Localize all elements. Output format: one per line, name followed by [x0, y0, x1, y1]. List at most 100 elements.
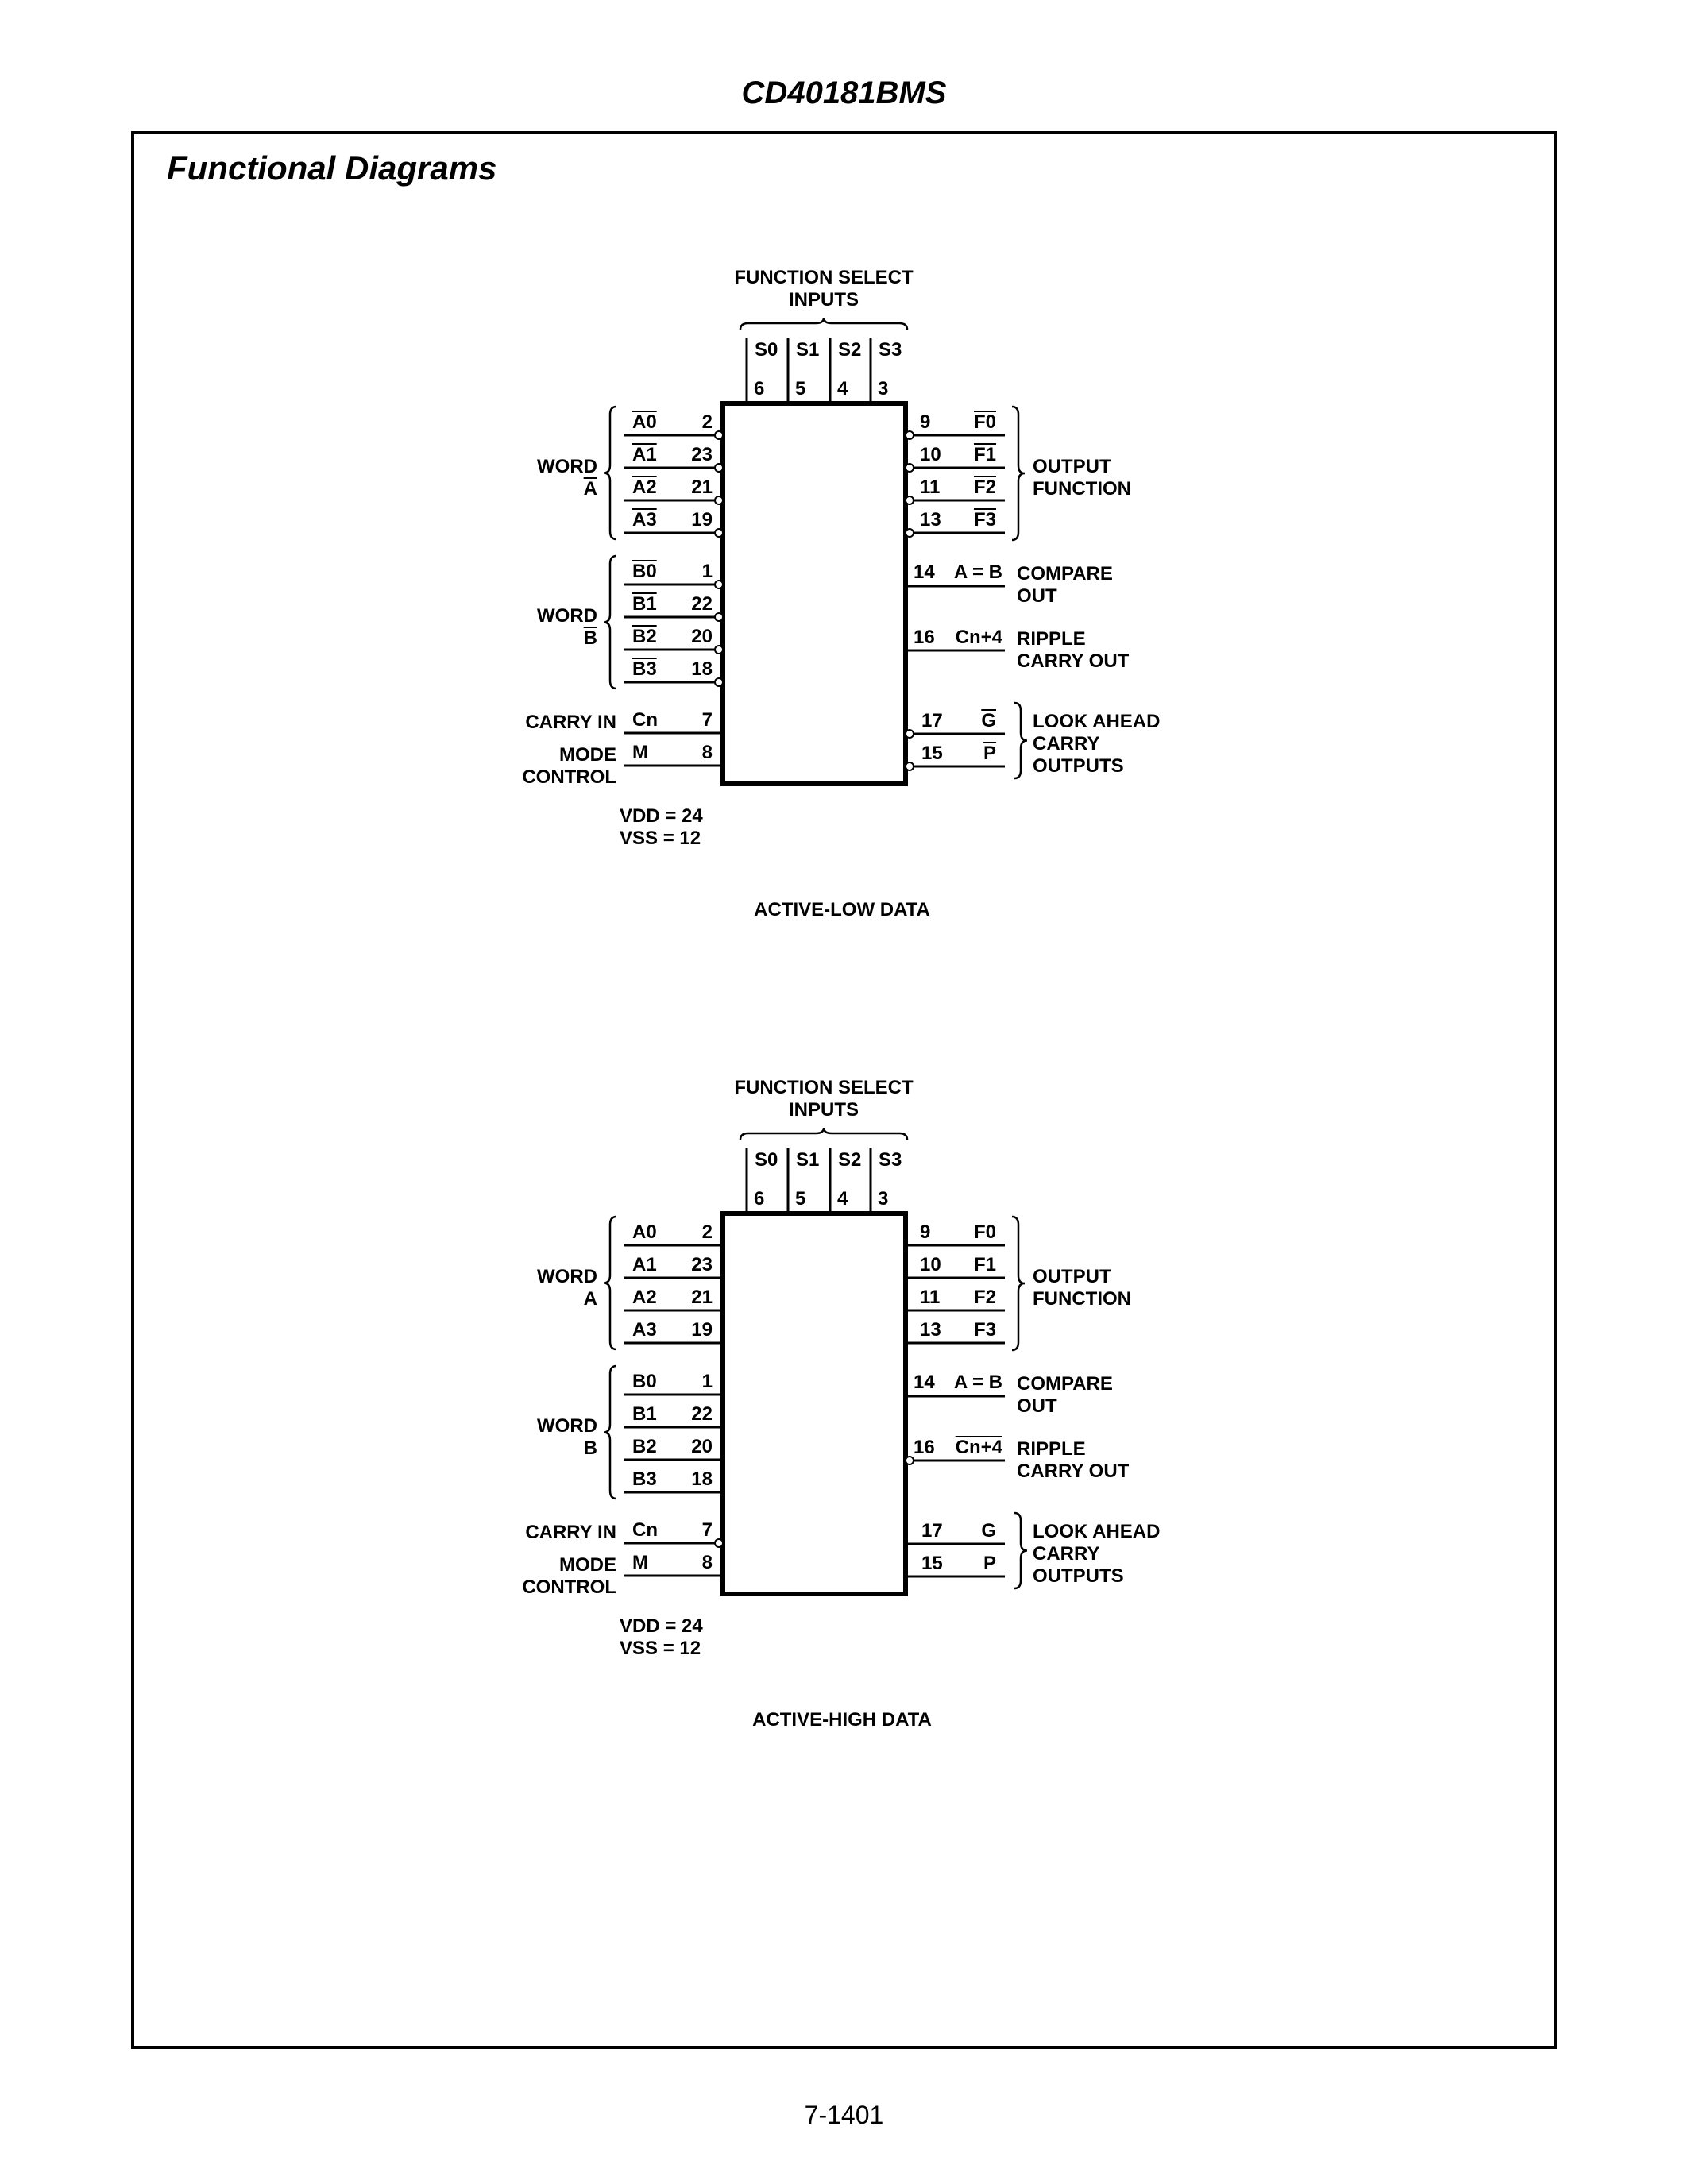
output-inversion-bubble [905, 430, 914, 440]
word-b-brace [603, 1364, 617, 1500]
look-ahead-brace [1014, 1511, 1028, 1590]
select-pin-name: S2 [838, 339, 861, 361]
look-ahead-inversion-bubble [905, 729, 914, 739]
look-ahead-label: OUTPUTS [1033, 755, 1124, 777]
word-a-pin-number: 2 [702, 1221, 713, 1243]
mode-control-label: CONTROL [522, 1576, 616, 1598]
look-ahead-label: CARRY [1033, 733, 1099, 754]
word-b-pin-name: B3 [632, 1468, 657, 1490]
word-a-label: A [584, 478, 597, 500]
word-a-pin-name: A3 [632, 509, 657, 531]
carry-in-pin-number: 7 [702, 1519, 713, 1541]
word-a-pin-number: 23 [691, 1254, 713, 1275]
select-pin-name: S1 [796, 1149, 819, 1171]
word-b-pin-name: B1 [632, 1403, 657, 1425]
select-pin-number: 5 [795, 378, 805, 399]
output-function-label: FUNCTION [1033, 478, 1131, 500]
compare-pin-name: A = B [954, 1372, 1002, 1393]
output-inversion-bubble [905, 528, 914, 538]
word-b-pin-number: 1 [702, 1371, 713, 1392]
carry-in-pin-number: 7 [702, 709, 713, 731]
output-pin-name: F1 [974, 444, 996, 465]
output-function-brace [1011, 405, 1026, 542]
word-a-pin-number: 19 [691, 1319, 713, 1341]
select-pin-number: 6 [754, 378, 764, 399]
select-pin-name: S0 [755, 339, 778, 361]
select-pin-name: S1 [796, 339, 819, 361]
vss-label: VSS = 12 [620, 1638, 701, 1659]
compare-label: COMPARE [1017, 563, 1113, 585]
word-b-pin-name: B2 [632, 626, 657, 647]
mode-control-pin-number: 8 [702, 742, 713, 763]
word-b-label: WORD [537, 605, 597, 627]
mode-control-pin-number: 8 [702, 1552, 713, 1573]
carry-in-pin-name: Cn [632, 1519, 658, 1541]
output-inversion-bubble [905, 463, 914, 473]
output-pin-name: F3 [974, 1319, 996, 1341]
word-a-pin-number: 23 [691, 444, 713, 465]
word-b-label: B [584, 1437, 597, 1459]
word-a-pin-name: A0 [632, 1221, 657, 1243]
output-pin-name: F0 [974, 1221, 996, 1243]
ripple-pin-number: 16 [914, 627, 935, 648]
ripple-label: CARRY OUT [1017, 650, 1130, 672]
look-ahead-pin-number: 17 [921, 710, 943, 731]
word-a-pin-name: A1 [632, 444, 657, 465]
word-a-pin-name: A3 [632, 1319, 657, 1341]
page-number: 7-1401 [804, 2101, 884, 2129]
word-a-pin-number: 2 [702, 411, 713, 433]
vss-label: VSS = 12 [620, 828, 701, 849]
compare-label: COMPARE [1017, 1373, 1113, 1395]
word-b-pin-number: 22 [691, 593, 713, 615]
diagram-caption: ACTIVE-LOW DATA [754, 899, 930, 920]
select-pin-number: 5 [795, 1188, 805, 1210]
select-pin-number: 3 [878, 378, 888, 399]
mode-control-label: CONTROL [522, 766, 616, 788]
ripple-pin-name: Cn+4 [956, 627, 1003, 648]
look-ahead-inversion-bubble [905, 762, 914, 771]
word-b-pin-number: 1 [702, 561, 713, 582]
word-a-inversion-bubble [714, 430, 724, 440]
ripple-inversion-bubble [905, 1456, 914, 1465]
output-pin-number: 10 [920, 444, 941, 465]
word-a-pin-name: A2 [632, 477, 657, 498]
output-pin-number: 13 [920, 509, 941, 531]
look-ahead-pin-name: G [981, 710, 996, 731]
select-pin-number: 4 [837, 1188, 848, 1210]
output-pin-number: 9 [920, 411, 930, 433]
word-b-label: WORD [537, 1415, 597, 1437]
vdd-label: VDD = 24 [620, 805, 703, 827]
look-ahead-pin-name: P [983, 1553, 996, 1574]
section-title: Functional Diagrams [167, 149, 497, 187]
ripple-label: RIPPLE [1017, 628, 1086, 650]
word-a-label: WORD [537, 1266, 597, 1287]
chip-body [720, 1211, 908, 1596]
look-ahead-brace [1014, 701, 1028, 780]
carry-in-pin-name: Cn [632, 709, 658, 731]
look-ahead-label: LOOK AHEAD [1033, 711, 1160, 732]
ripple-pin-name: Cn+4 [956, 1437, 1003, 1458]
word-a-pin-number: 21 [691, 477, 713, 498]
word-a-brace [603, 405, 617, 541]
look-ahead-label: OUTPUTS [1033, 1565, 1124, 1587]
mode-control-pin-name: M [632, 1552, 648, 1573]
output-pin-name: F2 [974, 1287, 996, 1308]
output-pin-name: F0 [974, 411, 996, 433]
compare-label: OUT [1017, 1395, 1057, 1417]
ripple-pin-number: 16 [914, 1437, 935, 1458]
compare-pin-name: A = B [954, 561, 1002, 583]
mode-control-label: MODE [559, 1554, 616, 1576]
output-function-label: OUTPUT [1033, 456, 1111, 477]
compare-pin-number: 14 [914, 561, 935, 583]
word-b-pin-name: B0 [632, 561, 657, 582]
word-b-pin-name: B0 [632, 1371, 657, 1392]
word-b-pin-number: 20 [691, 626, 713, 647]
ripple-label: RIPPLE [1017, 1438, 1086, 1460]
diagram-frame [131, 131, 1557, 2049]
word-a-pin-number: 21 [691, 1287, 713, 1308]
select-pin-name: S0 [755, 1149, 778, 1171]
output-pin-number: 10 [920, 1254, 941, 1275]
select-pin-number: 6 [754, 1188, 764, 1210]
word-b-pin-name: B1 [632, 593, 657, 615]
